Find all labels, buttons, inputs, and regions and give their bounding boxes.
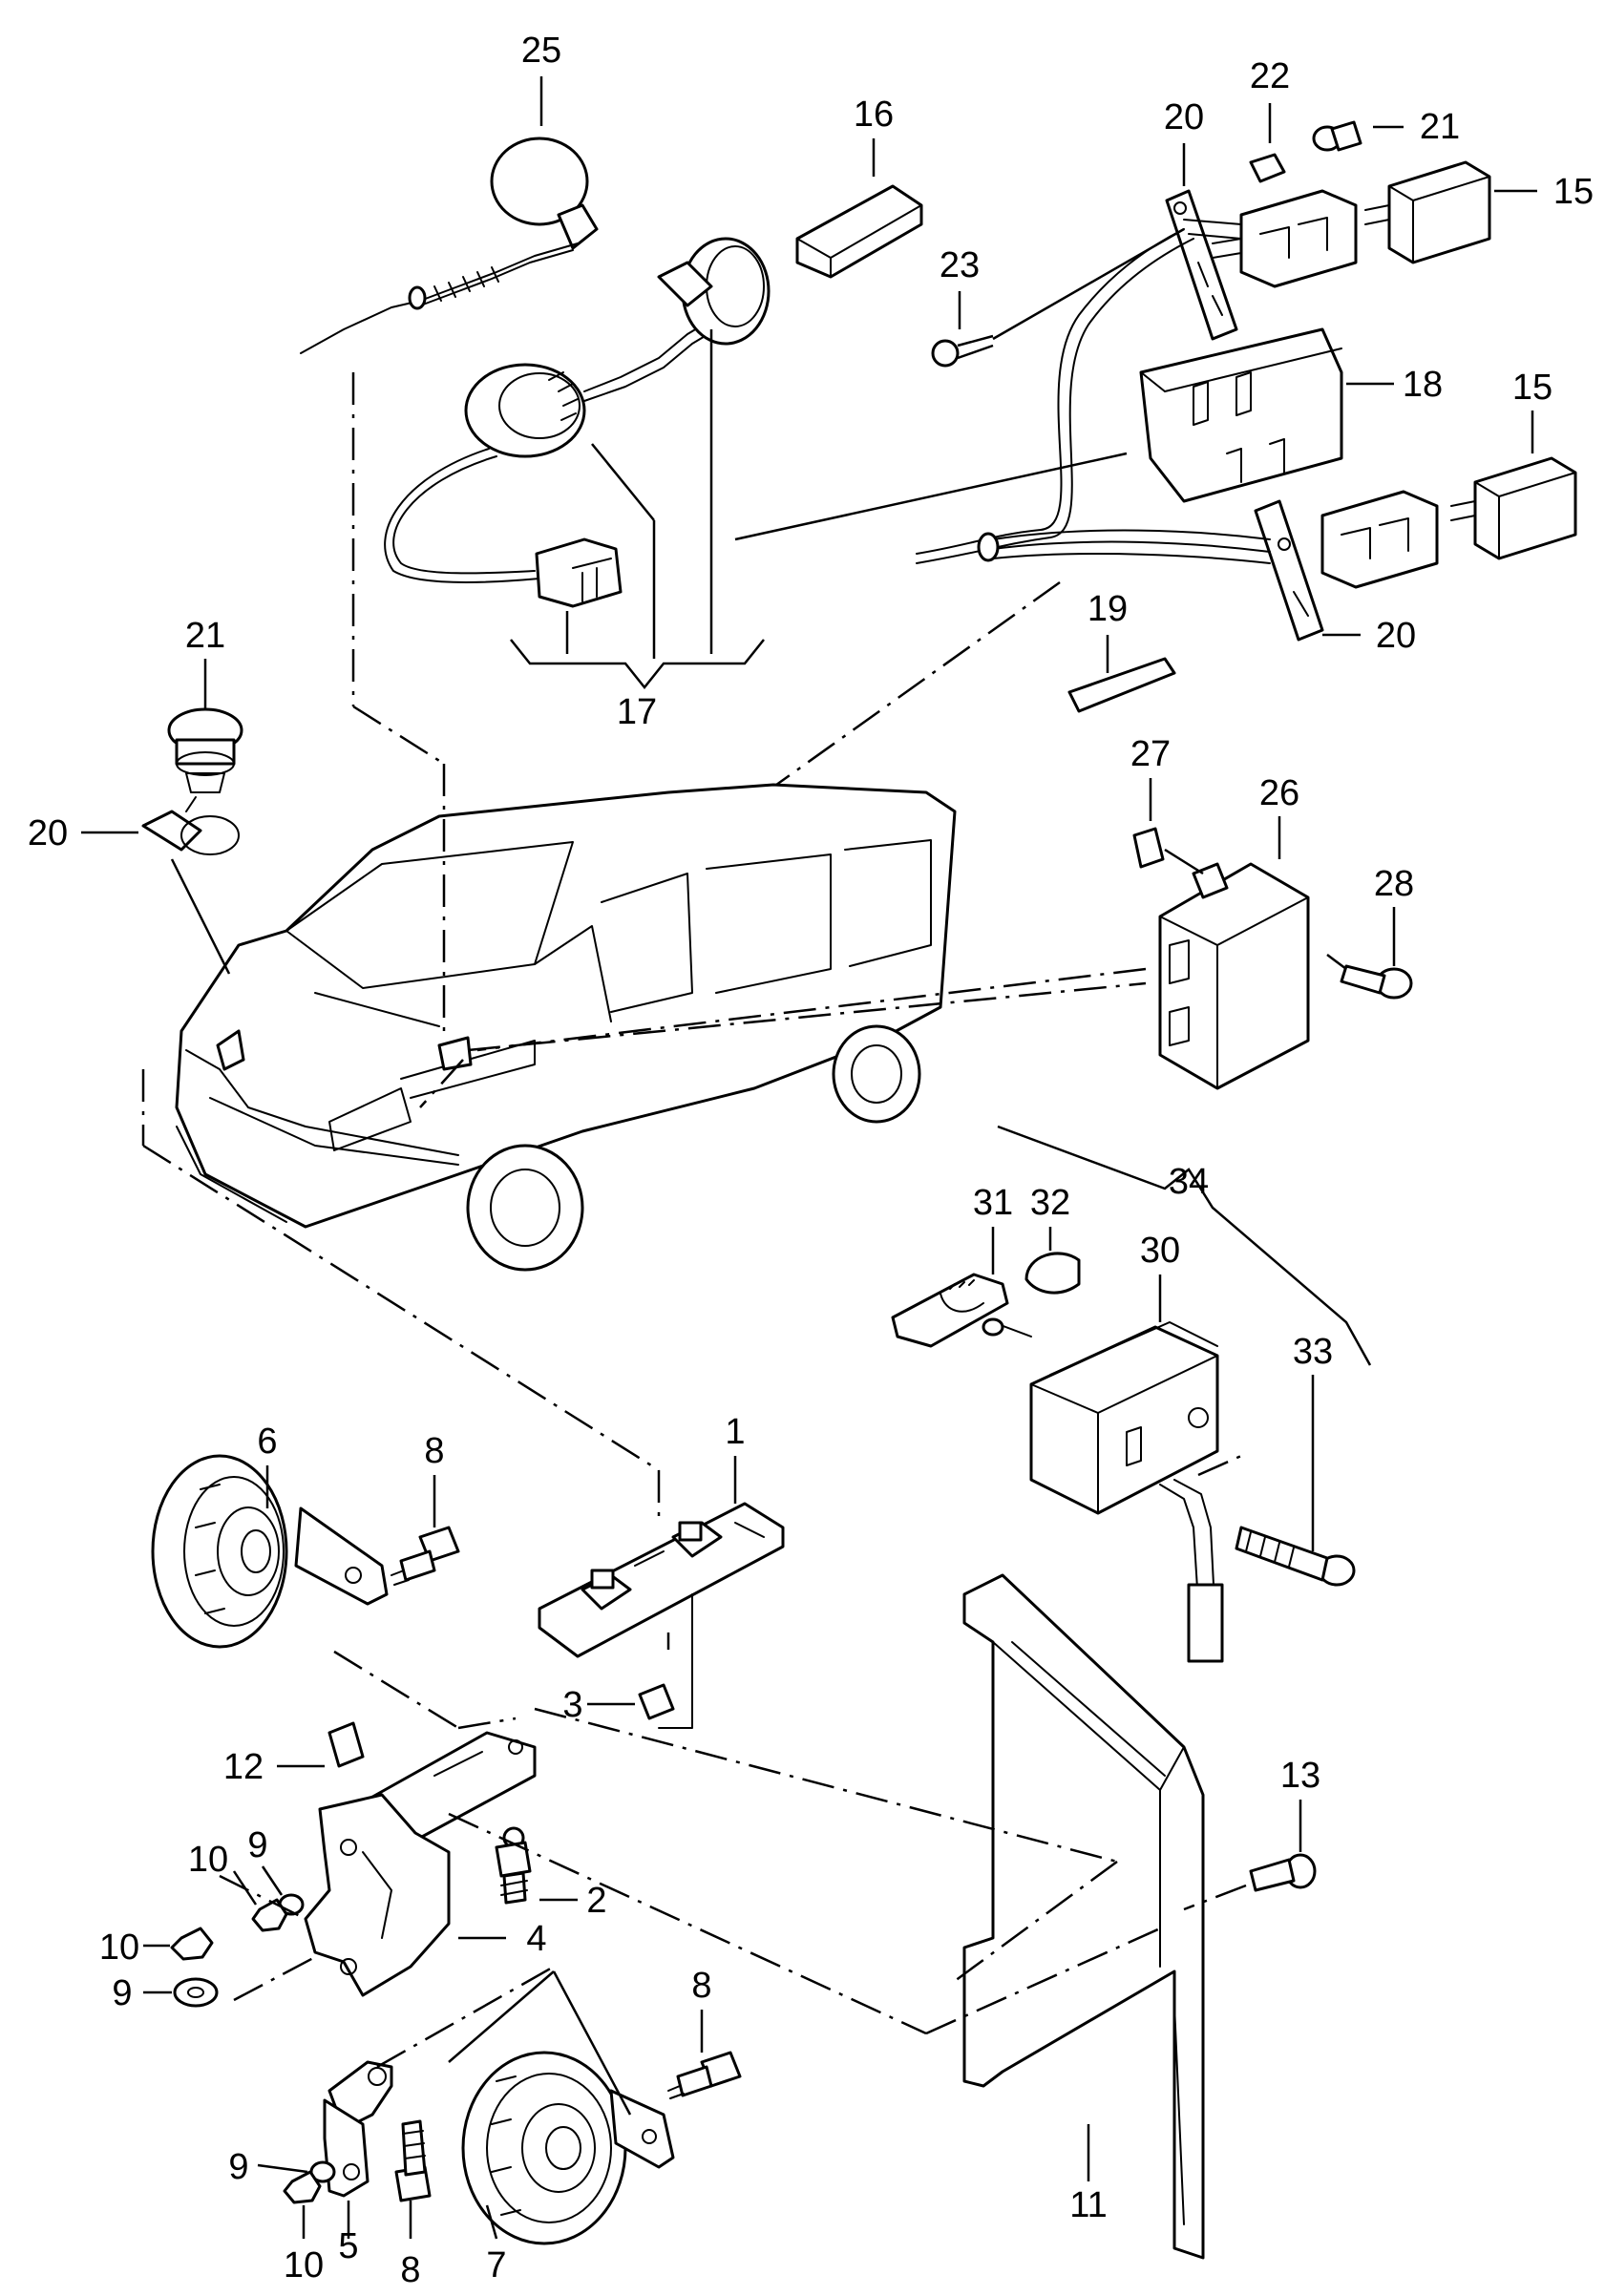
callout-1: 1 — [725, 1412, 745, 1452]
part-10-nut-c — [283, 2170, 322, 2239]
callout-4: 4 — [526, 1919, 546, 1959]
callout-8: 8 — [424, 1431, 444, 1471]
callout-10: 10 — [99, 1927, 139, 1968]
part-20-bracket-upper — [1165, 143, 1238, 341]
van-illustration — [175, 783, 957, 1272]
callout-11: 11 — [1069, 2185, 1107, 2225]
callout-21: 21 — [185, 616, 225, 656]
callout-30: 30 — [1140, 1231, 1180, 1271]
part-20-bracket-lower — [1254, 499, 1361, 642]
part-15-relay-socket-lower — [1320, 490, 1439, 589]
callout-10: 10 — [188, 1840, 228, 1880]
callout-21: 21 — [1420, 107, 1460, 147]
callout-20: 20 — [1376, 616, 1416, 656]
callout-32: 32 — [1030, 1183, 1070, 1223]
callout-labels: 25 16 22 20 21 15 23 18 15 20 19 17 21 2… — [28, 31, 1594, 2290]
callout-9: 9 — [247, 1825, 267, 1865]
callout-18: 18 — [1403, 365, 1443, 405]
part-33-screw — [1235, 1375, 1356, 1587]
callout-10: 10 — [284, 2245, 324, 2285]
callout-2: 2 — [586, 1881, 606, 1921]
callout-8: 8 — [400, 2250, 420, 2290]
part-20-bracket-left — [81, 796, 240, 855]
part-6-horn-upper — [151, 1454, 389, 1649]
part-3-bolt — [587, 1683, 675, 1720]
part-17-wiring-harness — [384, 237, 1128, 690]
part-23-screw — [931, 227, 1185, 368]
relay-wiring — [916, 219, 1271, 564]
part-15-relay-socket-upper — [1212, 189, 1358, 288]
callout-26: 26 — [1259, 773, 1299, 813]
callout-28: 28 — [1374, 864, 1414, 904]
part-31-clamp — [891, 1227, 1009, 1348]
callout-8: 8 — [691, 1966, 711, 2006]
callout-17: 17 — [617, 692, 657, 732]
part-11-support-frame — [448, 1573, 1205, 2260]
part-7-horn-lower — [448, 1970, 675, 2245]
callout-15: 15 — [1553, 172, 1594, 212]
part-34-bracket-line — [997, 1125, 1372, 1366]
callout-20: 20 — [28, 813, 68, 853]
part-8-bolt-lower-right — [667, 2010, 742, 2099]
part-4-horn-bracket — [304, 1731, 537, 1997]
callout-27: 27 — [1130, 734, 1171, 774]
part-32-cap — [1024, 1227, 1081, 1295]
callout-20: 20 — [1164, 97, 1204, 137]
callout-9: 9 — [112, 1973, 132, 2013]
part-22-clip — [1249, 103, 1286, 183]
callout-33: 33 — [1293, 1332, 1333, 1372]
part-12-clip — [277, 1721, 365, 1768]
callout-3: 3 — [562, 1685, 582, 1725]
callout-31: 31 — [973, 1183, 1013, 1223]
callout-9: 9 — [228, 2147, 248, 2187]
part-30-actuator — [982, 1274, 1219, 1515]
callout-25: 25 — [521, 31, 561, 71]
callout-7: 7 — [486, 2245, 506, 2285]
actuator-cable — [1159, 1454, 1242, 1663]
part-28-screw — [1326, 907, 1413, 1000]
callout-19: 19 — [1088, 589, 1128, 629]
part-2-bolt — [495, 1826, 578, 1905]
callout-12: 12 — [223, 1747, 264, 1787]
part-15-relay-upper — [1364, 160, 1537, 264]
part-15-relay-lower — [1450, 411, 1577, 560]
callout-6: 6 — [257, 1422, 277, 1462]
part-10-nut-b — [143, 1927, 214, 1961]
part-13-screw — [1183, 1800, 1317, 1911]
part-8-bolt-lower-left — [394, 2119, 432, 2239]
part-21-bulb-holder-left — [167, 659, 243, 793]
callout-34: 34 — [1169, 1162, 1209, 1202]
part-9-washer-c — [257, 2160, 336, 2183]
part-1-mounting-plate — [538, 1456, 785, 1729]
part-10-nut-a — [232, 1870, 288, 1932]
callout-23: 23 — [940, 245, 980, 285]
callout-5: 5 — [338, 2226, 358, 2266]
callout-16: 16 — [854, 95, 894, 135]
part-16-fuse-block — [795, 138, 923, 279]
part-26-control-module — [476, 816, 1310, 1090]
part-18-relay-carrier — [1139, 327, 1394, 503]
callout-22: 22 — [1250, 56, 1290, 96]
part-27-clip — [1132, 778, 1165, 869]
part-21-bulb-upper — [1312, 120, 1404, 152]
part-8-bolt-upper — [391, 1475, 460, 1586]
part-25-cable-assembly — [300, 76, 599, 354]
part-9-washer-b — [143, 1977, 219, 2008]
callout-15: 15 — [1512, 368, 1552, 408]
callout-13: 13 — [1280, 1756, 1320, 1796]
